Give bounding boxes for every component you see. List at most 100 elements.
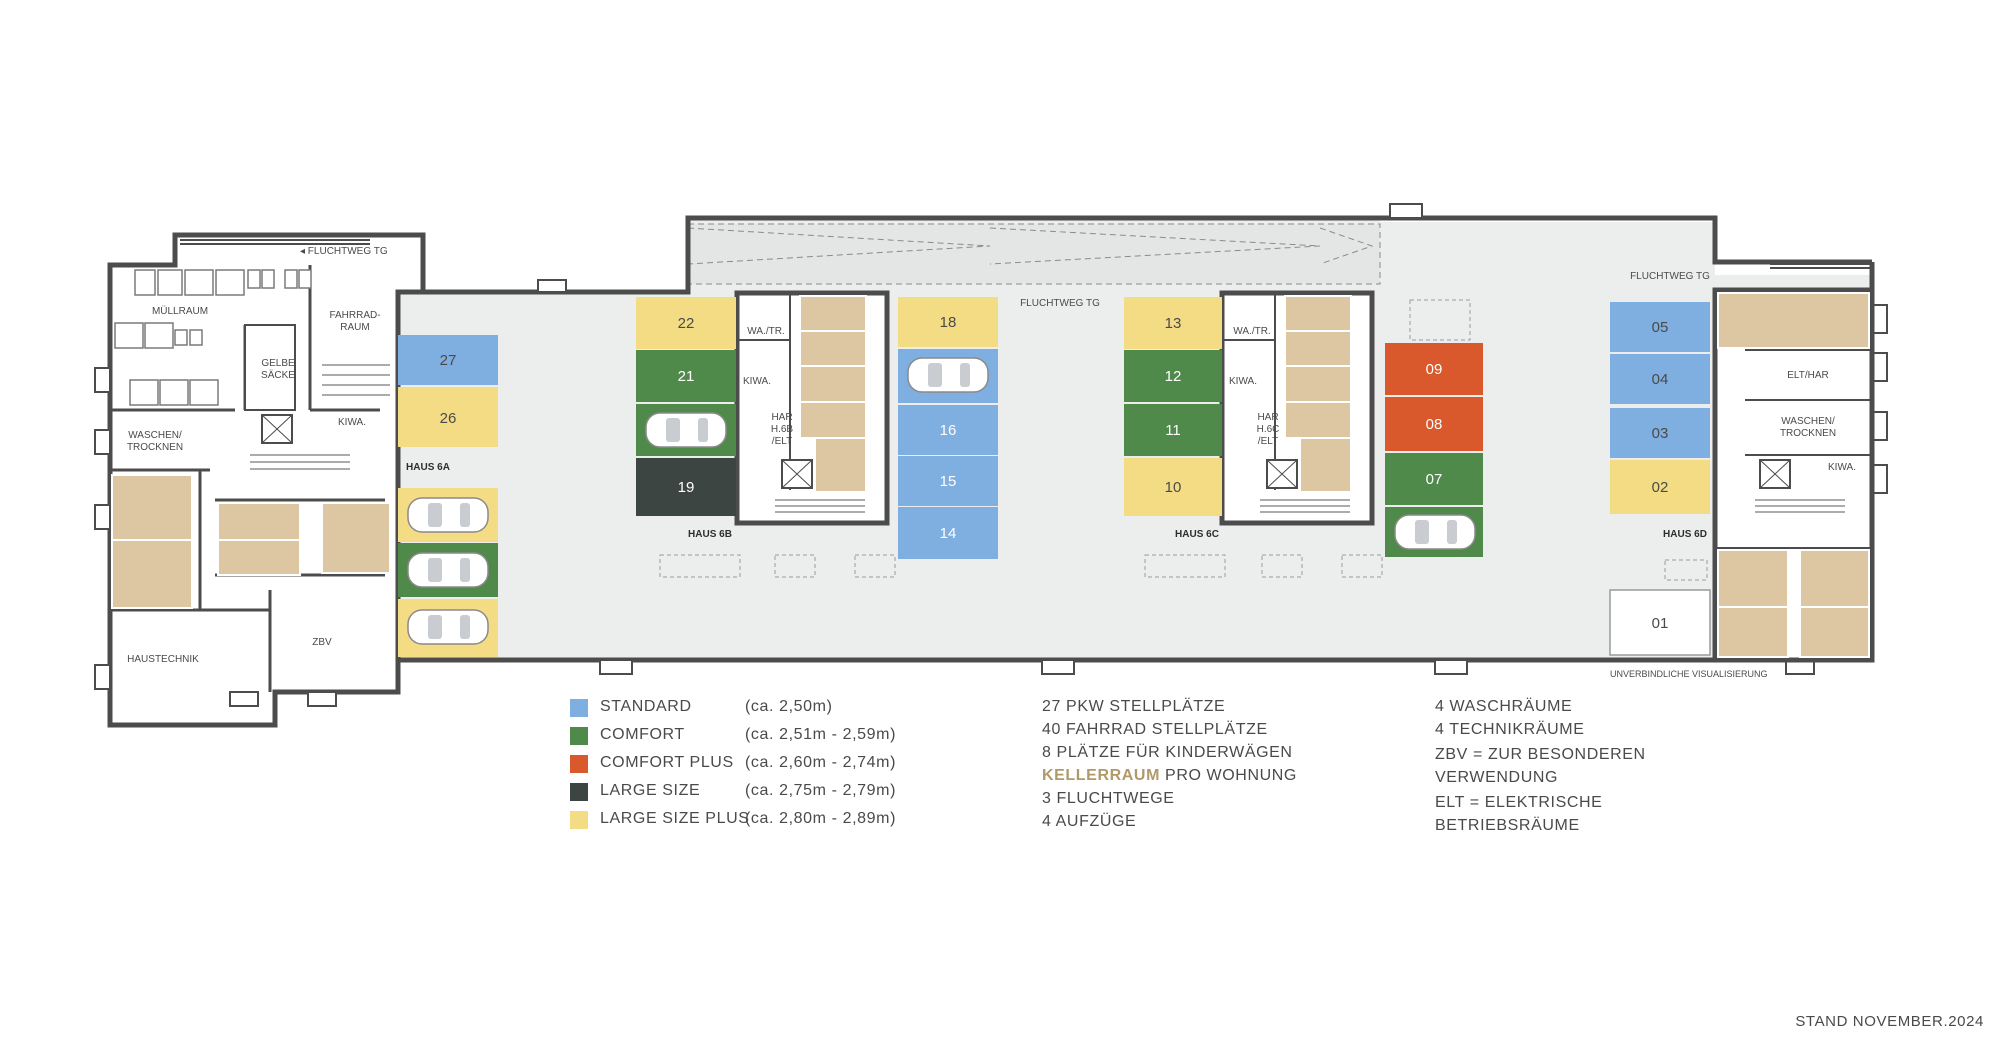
room-label-fahrradraum: FAHRRAD- — [329, 310, 380, 321]
spot-label-05: 05 — [1652, 319, 1669, 336]
core-haus-6b — [734, 290, 890, 526]
info-center: 27 PKW STELLPLÄTZE 40 FAHRRAD STELLPLÄTZ… — [1042, 695, 1297, 833]
room-label-har-6b: HAR — [771, 412, 792, 423]
parking-spot-11 — [1124, 404, 1222, 456]
ramp-area — [687, 223, 1381, 285]
room-label-har-6c: HAR — [1257, 412, 1278, 423]
info-elevators: 4 AUFZÜGE — [1042, 813, 1137, 830]
visualisation-note: UNVERBINDLICHE VISUALISIERUNG — [1610, 669, 1768, 679]
parking-spot-19 — [636, 458, 736, 516]
info-elt-2: BETRIEBSRÄUME — [1435, 817, 1580, 834]
legend-label: LARGE SIZE PLUS — [600, 810, 750, 827]
parking-spot-10 — [1124, 458, 1222, 516]
spot-label-09: 09 — [1426, 361, 1443, 378]
info-kellerraum: KELLERRAUM PRO WOHNUNG — [1042, 764, 1297, 787]
legend-swatch-large-size — [570, 783, 588, 801]
parking-spots — [398, 297, 1711, 657]
parking-spot-07 — [1385, 453, 1483, 505]
spot-label-16: 16 — [940, 422, 957, 439]
parking-spot-04 — [1610, 354, 1710, 404]
car-icon — [407, 497, 489, 533]
parking-spot-14 — [898, 507, 998, 559]
escape-labels: ◂ FLUCHTWEG TG FLUCHTWEG TG FLUCHTWEG TG… — [300, 246, 1768, 679]
parking-spot-18 — [898, 297, 998, 347]
room-label-muellraum: MÜLLRAUM — [152, 305, 208, 317]
spot-label-07: 07 — [1426, 471, 1443, 488]
room-label-elt-6c: /ELT — [1258, 436, 1278, 447]
house-label-6b: HAUS 6B — [688, 529, 732, 540]
room-label-kiwa-6c: KIWA. — [1229, 376, 1257, 387]
legend-label: LARGE SIZE — [600, 782, 701, 799]
room-label-kiwa-6b: KIWA. — [743, 376, 771, 387]
house-label-6a: HAUS 6A — [406, 462, 450, 473]
info-zbv-1: ZBV = ZUR BESONDEREN — [1435, 746, 1646, 763]
house-labels: HAUS 6A HAUS 6B HAUS 6C HAUS 6D — [406, 462, 1707, 540]
info-escape-routes: 3 FLUCHTWEGE — [1042, 790, 1175, 807]
spot-label-10: 10 — [1165, 479, 1182, 496]
legend-range: (ca. 2,75m - 2,79m) — [745, 782, 897, 799]
room-label-gelbe-saecke: GELBE — [261, 358, 295, 369]
spot-label-03: 03 — [1652, 425, 1669, 442]
spot-label-01: 01 — [1652, 615, 1669, 632]
info-zbv-2: VERWENDUNG — [1435, 769, 1559, 786]
stand-date: STAND NOVEMBER.2024 — [1795, 1013, 1984, 1030]
parking-spot-12 — [1124, 350, 1222, 402]
legend-label: COMFORT — [600, 726, 685, 743]
car-icon — [407, 609, 489, 645]
car-icon — [645, 412, 727, 448]
room-label-waschen-right-2: TROCKNEN — [1780, 428, 1836, 439]
core-haus-6c — [1219, 290, 1375, 526]
legend-swatch-large-size-plus — [570, 811, 588, 829]
legend-range: (ca. 2,50m) — [745, 698, 833, 715]
legend-swatch-standard — [570, 699, 588, 717]
escape-route-right: FLUCHTWEG TG — [1630, 271, 1710, 282]
parking-spot-03 — [1610, 408, 1710, 458]
kellerraum-suffix: PRO WOHNUNG — [1160, 767, 1297, 784]
bike-racks — [659, 299, 1708, 581]
car-icon — [407, 552, 489, 588]
info-bike-count: 40 FAHRRAD STELLPLÄTZE — [1042, 721, 1268, 738]
info-laundry-rooms: 4 WASCHRÄUME — [1435, 698, 1573, 715]
spot-label-15: 15 — [940, 473, 957, 490]
room-label-wa-tr-6b: WA./TR. — [747, 326, 784, 337]
spot-label-08: 08 — [1426, 416, 1443, 433]
spot-label-21: 21 — [678, 368, 695, 385]
car-icon — [1394, 514, 1476, 550]
spot-label-27: 27 — [440, 352, 457, 369]
room-label-wa-tr-6c: WA./TR. — [1233, 326, 1270, 337]
parking-spot-21 — [636, 350, 736, 402]
info-parking-count: 27 PKW STELLPLÄTZE — [1042, 698, 1226, 715]
car-windows — [428, 363, 1457, 639]
room-label-kiwa-right: KIWA. — [1828, 462, 1856, 473]
spot-labels: 27 26 22 21 19 18 16 15 14 13 12 11 10 0… — [440, 314, 1669, 632]
room-labels: MÜLLRAUM FAHRRAD- RAUM GELBE SÄCKE KIWA.… — [127, 305, 1856, 665]
escape-route-center: FLUCHTWEG TG — [1020, 298, 1100, 309]
spot-label-12: 12 — [1165, 368, 1182, 385]
room-label-zbv: ZBV — [312, 637, 332, 648]
kellerraum-label: KELLERRAUM — [1042, 767, 1160, 784]
house-label-6c: HAUS 6C — [1175, 529, 1219, 540]
parking-spot-13 — [1124, 297, 1222, 349]
room-label-waschen-left: WASCHEN/ — [128, 430, 182, 441]
spot-label-19: 19 — [678, 479, 695, 496]
legend-label: STANDARD — [600, 698, 692, 715]
spot-label-02: 02 — [1652, 479, 1669, 496]
parking-spot-15 — [898, 456, 998, 506]
room-label-haustechnik: HAUSTECHNIK — [127, 654, 199, 665]
spot-label-14: 14 — [940, 525, 957, 542]
spot-label-22: 22 — [678, 315, 695, 332]
room-label-waschen-left-2: TROCKNEN — [127, 442, 183, 453]
parking-spot-09 — [1385, 343, 1483, 395]
room-label-gelbe-saecke-2: SÄCKE — [261, 369, 295, 381]
car-icon — [907, 357, 989, 393]
spot-label-13: 13 — [1165, 315, 1182, 332]
legend-range: (ca. 2,51m - 2,59m) — [745, 726, 897, 743]
room-label-elt-har: ELT/HAR — [1787, 370, 1829, 381]
parking-spot-26 — [398, 387, 498, 447]
room-label-kiwa-left: KIWA. — [338, 417, 366, 428]
room-label-fahrradraum-2: RAUM — [340, 322, 369, 333]
right-building — [1712, 263, 1875, 663]
parking-spot-27 — [398, 335, 498, 385]
house-label-6d: HAUS 6D — [1663, 529, 1707, 540]
